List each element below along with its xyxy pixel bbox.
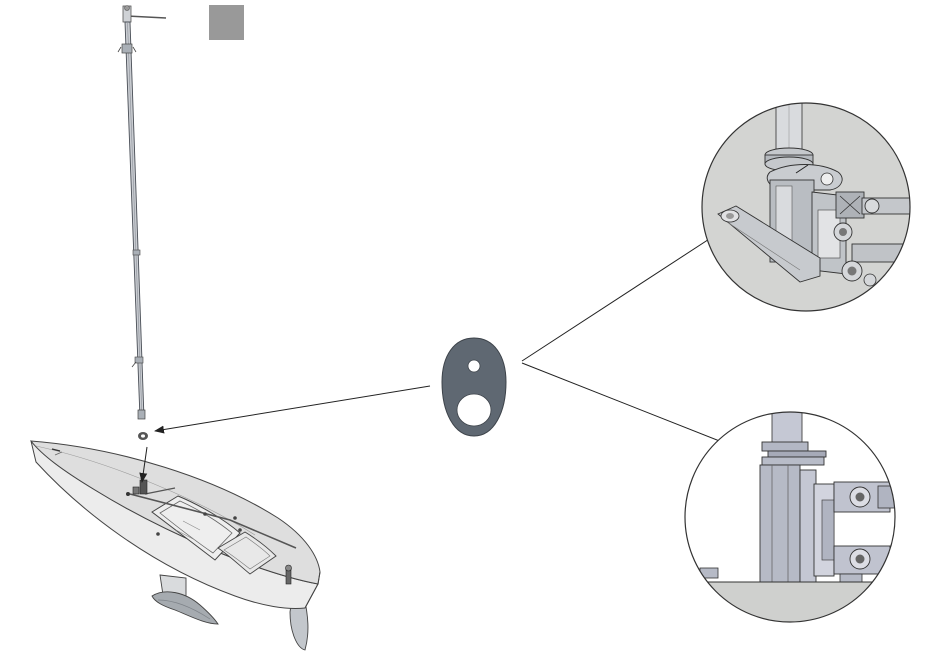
masthead-vane xyxy=(127,16,166,18)
step-marker xyxy=(209,5,244,40)
washer-small xyxy=(138,432,148,440)
detail-view-top xyxy=(702,95,912,311)
callout-arrow-to-mast-base xyxy=(155,386,430,431)
teardrop-washer xyxy=(442,338,506,436)
washer-hole-small xyxy=(468,360,480,372)
detail-view-bottom xyxy=(680,408,900,622)
mast xyxy=(118,6,166,420)
washer-hole-large xyxy=(457,394,491,426)
keel-bulb xyxy=(152,592,218,624)
leader-line-top-detail xyxy=(522,232,720,361)
hull xyxy=(31,441,320,650)
